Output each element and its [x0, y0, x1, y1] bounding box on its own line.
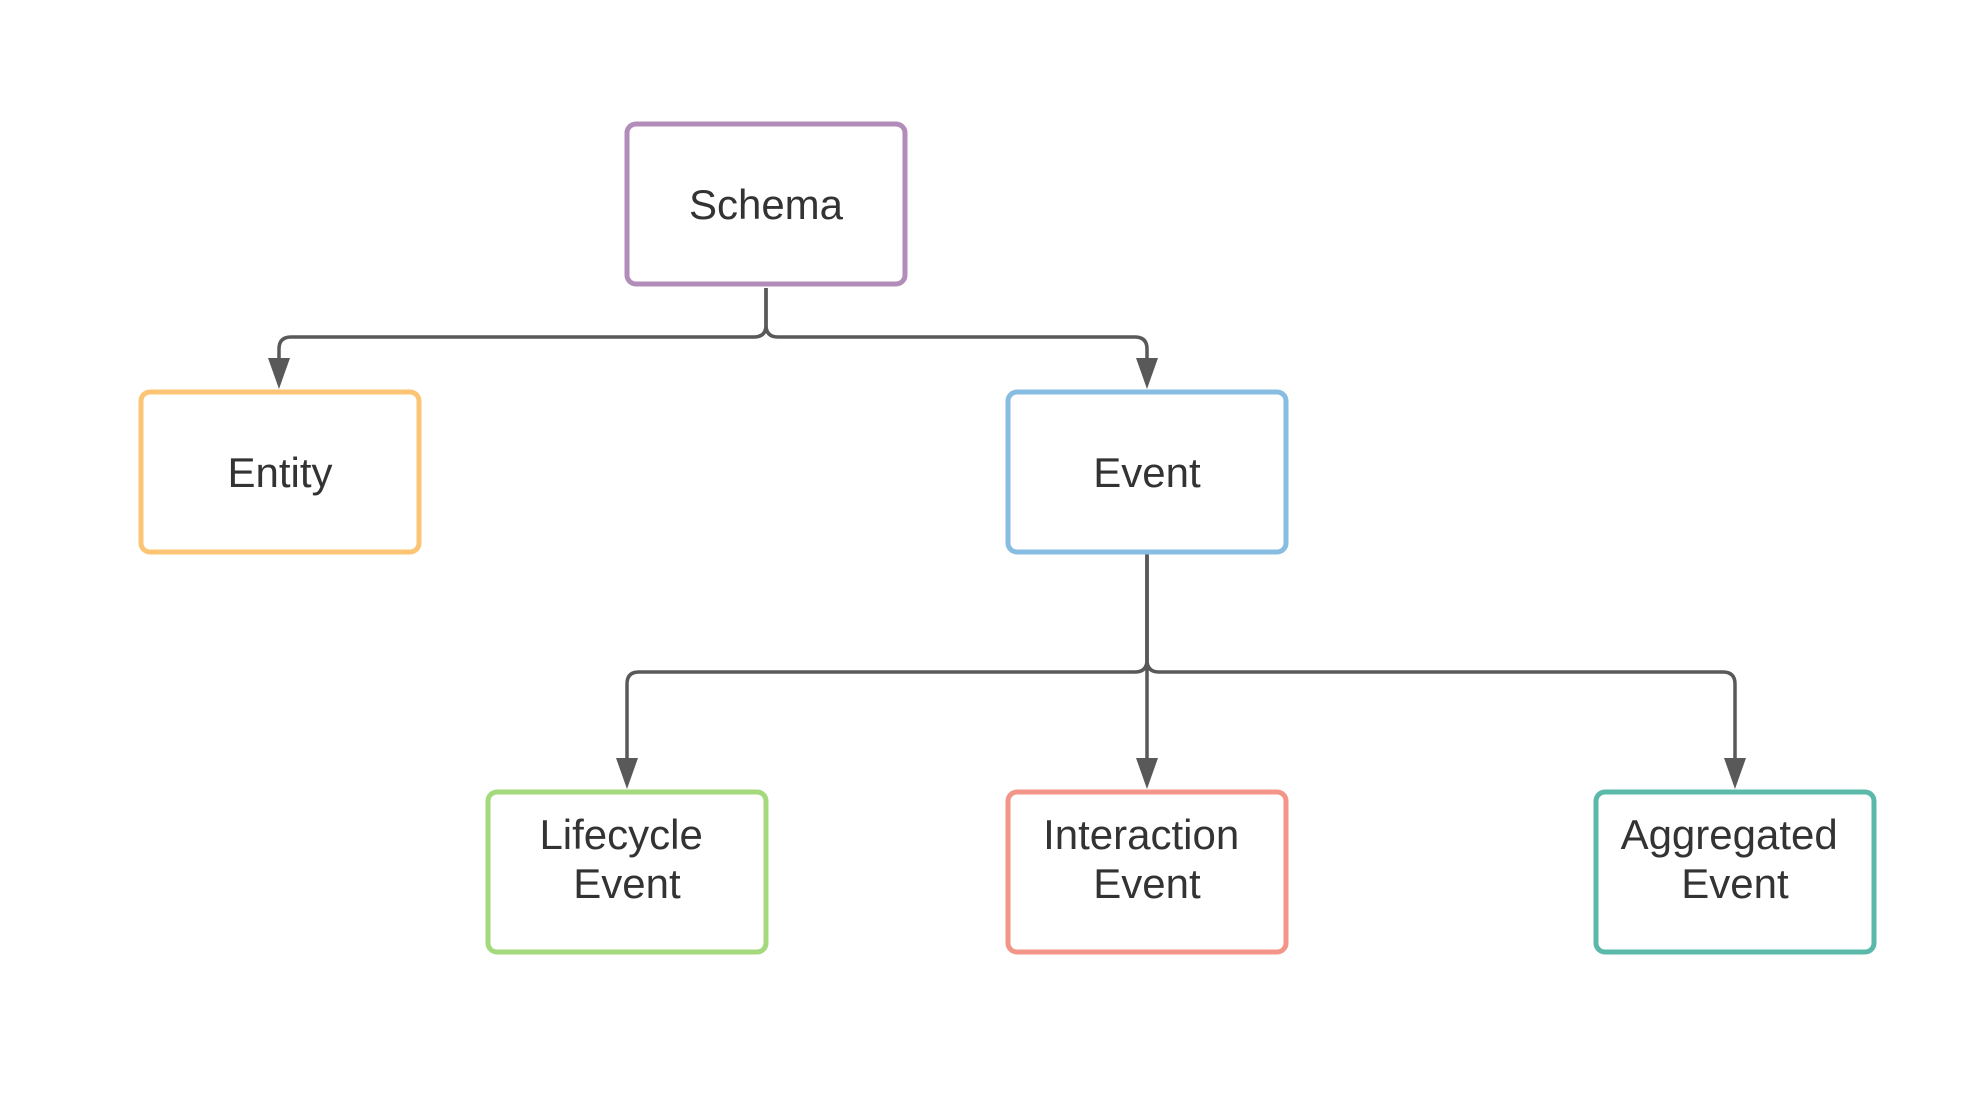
edge-schema-entity: [277, 288, 768, 360]
edges: [268, 288, 1746, 789]
node-entity: Entity: [138, 389, 422, 555]
node-interaction-event-label: Interaction Event: [1043, 811, 1251, 907]
edge-event-aggregated: [1145, 554, 1737, 760]
node-lifecycle-event: Lifecycle Event: [485, 789, 769, 955]
node-schema-line: Schema: [689, 181, 844, 228]
node-entity-line: Entity: [227, 449, 332, 496]
node-lifecycle-event-box: [485, 789, 769, 955]
arrow-head-interaction: [1136, 758, 1158, 789]
node-event-line: Event: [1093, 449, 1201, 496]
node-event: Event: [1005, 389, 1289, 555]
node-aggregated-event-line-1: Aggregated: [1621, 811, 1838, 858]
node-interaction-event-line-2: Event: [1093, 860, 1201, 907]
edge-event-lifecycle: [625, 554, 1149, 760]
arrow-head-aggregated: [1724, 758, 1746, 789]
arrow-head-lifecycle: [616, 758, 638, 789]
node-schema-label: Schema: [689, 181, 844, 228]
arrow-head-event: [1136, 358, 1158, 389]
node-lifecycle-event-line-1: Lifecycle: [539, 811, 702, 858]
node-entity-box: [138, 389, 422, 555]
node-interaction-event-line-1: Interaction: [1043, 811, 1239, 858]
node-lifecycle-event-line-2: Event: [573, 860, 681, 907]
node-aggregated-event: Aggregated Event: [1593, 789, 1877, 955]
node-schema: Schema: [624, 121, 908, 287]
node-lifecycle-event-label: Lifecycle Event: [539, 811, 714, 907]
node-aggregated-event-box: [1593, 789, 1877, 955]
node-interaction-event: Interaction Event: [1005, 789, 1289, 955]
node-event-box: [1005, 389, 1289, 555]
node-aggregated-event-label: Aggregated Event: [1621, 811, 1850, 907]
node-schema-box: [624, 121, 908, 287]
node-event-label: Event: [1093, 449, 1201, 496]
arrow-head-entity: [268, 358, 290, 389]
edge-schema-event: [764, 288, 1149, 360]
node-interaction-event-box: [1005, 789, 1289, 955]
node-entity-label: Entity: [227, 449, 332, 496]
node-aggregated-event-line-2: Event: [1681, 860, 1789, 907]
